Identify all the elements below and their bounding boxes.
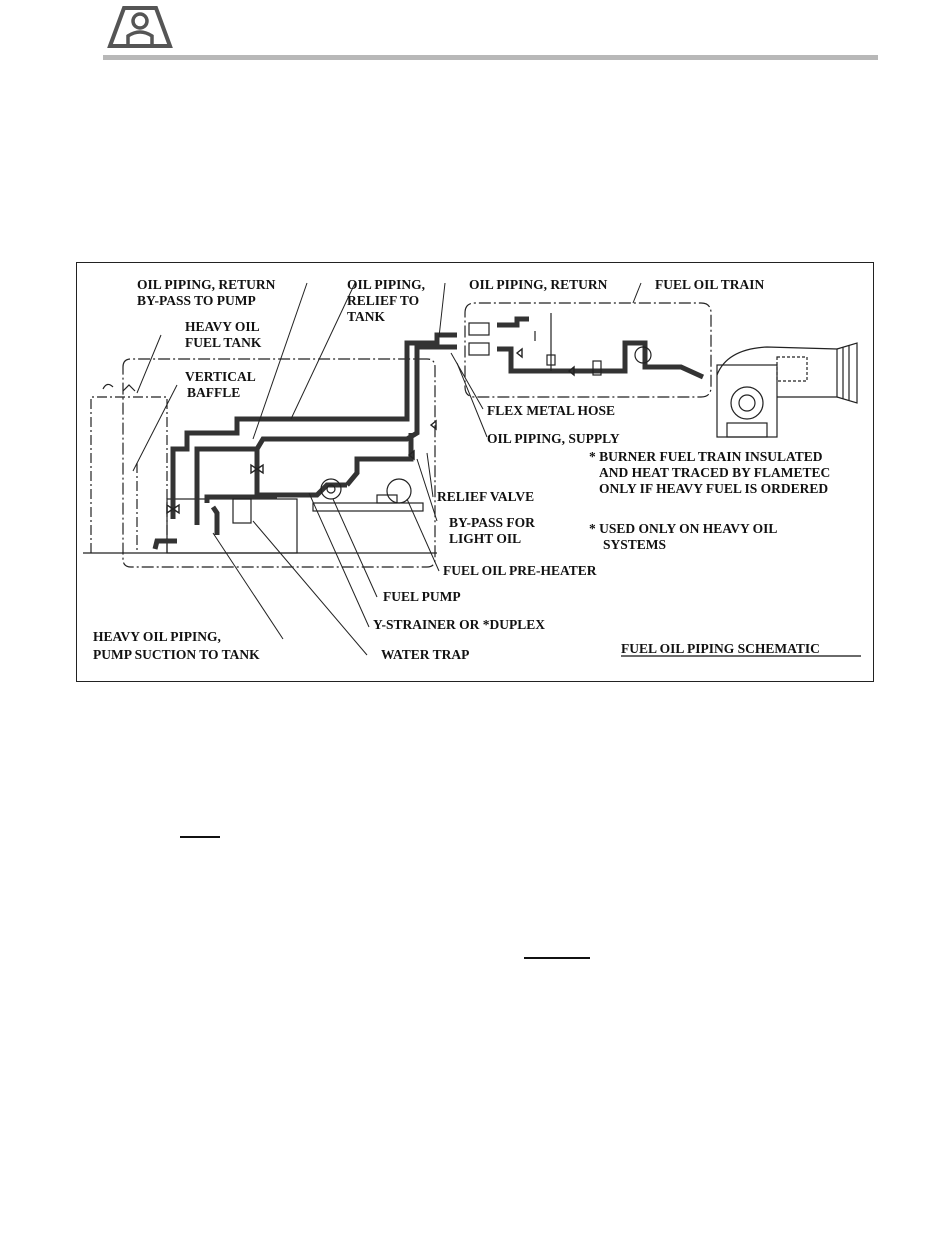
label-y-strainer: Y-STRAINER OR *DUPLEX [373,617,545,632]
svg-text:.: . [168,45,169,50]
label-water-trap: WATER TRAP [381,647,469,662]
preheater-shape [386,478,412,504]
label-oil-return: OIL PIPING, RETURN [469,277,608,292]
label-flex-metal-hose: FLEX METAL HOSE [487,403,615,418]
figure-caption: FUEL OIL PIPING SCHEMATIC [621,641,820,656]
label-fuel-oil-train: FUEL OIL TRAIN [655,277,765,292]
tank-outline [90,396,168,553]
logo-arch-icon [107,6,173,48]
label-heavy-oil-piping: HEAVY OIL PIPING,PUMP SUCTION TO TANK [93,629,260,662]
label-fuel-pump: FUEL PUMP [383,589,461,604]
burner-motor [730,386,764,420]
water-trap-shape [232,498,252,524]
label-oil-supply: OIL PIPING, SUPPLY [487,431,620,446]
label-relief-valve: RELIEF VALVE [437,489,534,504]
text-underline-2 [524,957,590,959]
header-rule [103,55,878,60]
burner-housing [716,364,778,438]
text-underline-1 [180,836,220,838]
heavy-oil-area-outline [122,358,436,568]
label-fuel-oil-preheater: FUEL OIL PRE-HEATER [443,563,597,578]
company-logo: . [107,6,173,50]
fuel-train-outline [464,302,712,398]
pump-skid [166,498,298,554]
fuel-pump-shape [320,478,342,500]
